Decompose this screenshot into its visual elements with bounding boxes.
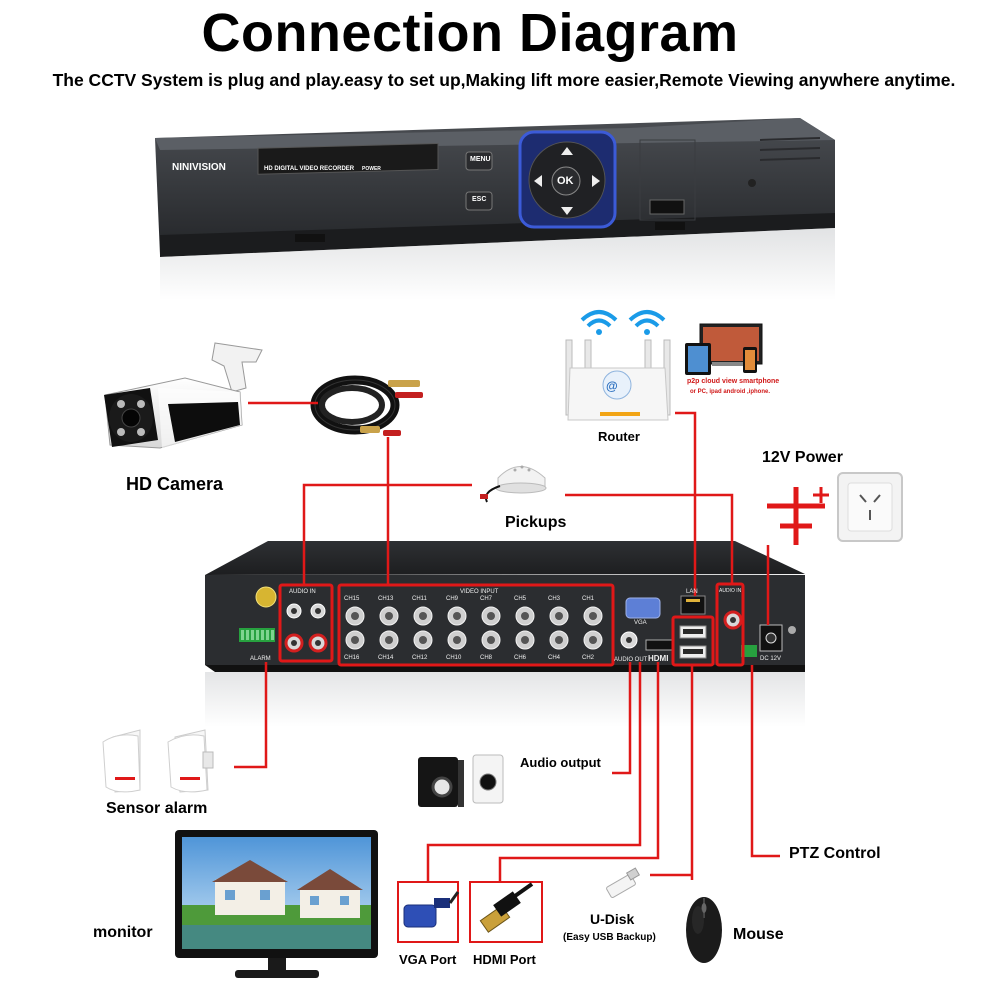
bnc-connector-pin — [521, 612, 529, 620]
connector-lines — [234, 401, 780, 895]
monitor-label: monitor — [93, 924, 153, 941]
pickup-microphone-image — [480, 465, 547, 503]
audio-output-label: Audio output — [520, 755, 601, 770]
mouse-label: Mouse — [733, 926, 784, 943]
hdmi-port-label: HDMI Port — [473, 952, 536, 967]
bnc-connector-pin — [351, 636, 359, 644]
dc-label: DC 12V — [760, 656, 782, 662]
channel-label: CH1 — [582, 596, 595, 602]
vga-port-box — [397, 881, 460, 943]
channel-label: CH13 — [378, 596, 394, 602]
dvr-power-label: POWER — [362, 166, 381, 172]
channel-label: CH4 — [548, 655, 561, 661]
bnc-connector-pin — [385, 612, 393, 620]
channel-label: CH2 — [582, 655, 595, 661]
ptz-control-label: PTZ Control — [789, 845, 881, 862]
channel-label: CH11 — [412, 596, 427, 602]
video-input-label: VIDEO INPUT — [460, 589, 499, 595]
svg-text:@: @ — [606, 379, 618, 393]
router-image: @ — [565, 310, 671, 421]
bnc-connector-pin — [555, 612, 563, 620]
hd-camera-image — [104, 342, 263, 449]
mouse-image — [686, 897, 722, 963]
channel-label: CH3 — [548, 596, 561, 602]
dvr-brand: NINIVISION — [172, 162, 226, 173]
wall-socket-image — [837, 472, 903, 542]
dvr-front-unit — [155, 118, 835, 300]
alarm-label: ALARM — [250, 656, 271, 662]
bnc-cable-image — [310, 375, 423, 436]
channel-label: CH15 — [344, 596, 360, 602]
bnc-connector-pin — [555, 636, 563, 644]
dvr-model-label: HD DIGITAL VIDEO RECORDER — [264, 166, 355, 172]
dvr-back-unit — [205, 541, 805, 727]
channel-label: CH8 — [480, 655, 493, 661]
hdmi-port-box — [469, 881, 543, 943]
p2p-line2: or PC, ipad android ,iphone. — [690, 389, 771, 395]
channel-label: CH16 — [344, 655, 360, 661]
bnc-connector-pin — [419, 636, 427, 644]
page-title: Connection Diagram — [201, 3, 739, 63]
sensor-alarm-image — [102, 729, 214, 793]
page-subtitle: The CCTV System is plug and play.easy to… — [52, 70, 956, 90]
channel-label: CH9 — [446, 596, 459, 602]
bnc-connector-pin — [419, 612, 427, 620]
esc-button[interactable]: ESC — [472, 196, 487, 203]
power-12v-label: 12V Power — [762, 449, 843, 466]
channel-label: CH6 — [514, 655, 527, 661]
bnc-connector-pin — [589, 612, 597, 620]
bnc-connector-pin — [453, 612, 461, 620]
port-highlight-boxes — [278, 582, 745, 667]
sensor-alarm-label: Sensor alarm — [106, 800, 208, 817]
vga-port-label: VGA Port — [399, 952, 457, 967]
bnc-connector-pin — [521, 636, 529, 644]
channel-label: CH12 — [412, 655, 428, 661]
ok-button[interactable]: OK — [557, 175, 574, 187]
channel-label: CH10 — [446, 655, 462, 661]
hdmi-label: HDMI — [648, 654, 669, 663]
bnc-connector-pin — [589, 636, 597, 644]
remote-devices-image — [685, 323, 763, 375]
channel-label: CH5 — [514, 596, 527, 602]
router-label: Router — [598, 429, 640, 444]
menu-button[interactable]: MENU — [470, 156, 491, 163]
audio-in-right-label: AUDIO IN — [719, 588, 742, 594]
bnc-connector-pin — [487, 636, 495, 644]
audio-in-label: AUDIO IN — [289, 589, 316, 595]
monitor-image — [175, 830, 378, 978]
bnc-connector-pin — [487, 612, 495, 620]
bnc-connector-pin — [385, 636, 393, 644]
pickups-label: Pickups — [505, 514, 567, 531]
vga-label: VGA — [634, 620, 647, 626]
channel-label: CH7 — [480, 596, 493, 602]
power-symbol — [767, 487, 829, 545]
speakers-image — [418, 754, 504, 807]
audio-out-label: AUDIO OUT — [614, 657, 648, 663]
bnc-connector-pin — [453, 636, 461, 644]
hd-camera-label: HD Camera — [126, 474, 224, 494]
u-disk-image — [606, 867, 641, 898]
u-disk-note: (Easy USB Backup) — [563, 932, 656, 943]
bnc-connector-pin — [351, 612, 359, 620]
p2p-line1: p2p cloud view smartphone — [687, 378, 780, 385]
u-disk-label: U-Disk — [590, 911, 635, 927]
lan-label: LAN — [686, 589, 698, 595]
channel-label: CH14 — [378, 655, 394, 661]
